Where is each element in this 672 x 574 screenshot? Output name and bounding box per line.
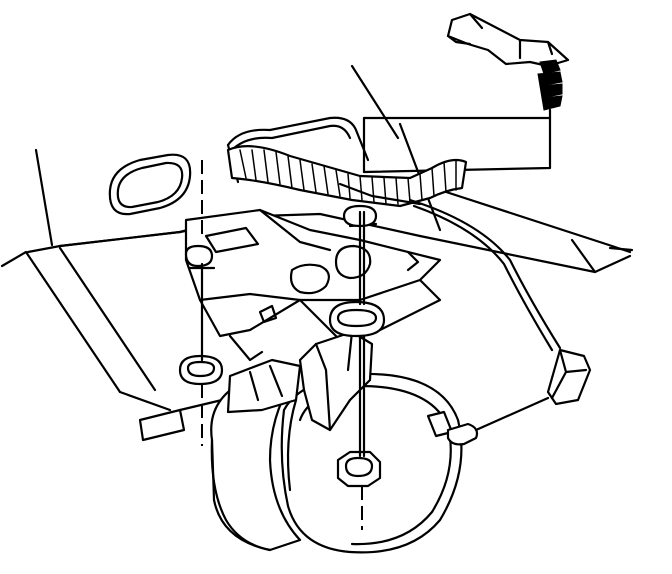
oval-seal	[108, 153, 192, 216]
horn-assembly	[210, 330, 463, 554]
horn-mount-bracket	[58, 208, 442, 362]
rubber-isolator-center	[328, 300, 386, 338]
horn-terminal	[426, 396, 550, 446]
mounting-bracket-top	[446, 12, 570, 68]
wire-connector-plug	[546, 348, 592, 406]
wiring-harness	[226, 145, 468, 208]
bracket-grommet-left	[184, 244, 214, 268]
frame-end-block	[138, 398, 224, 442]
horn-nut	[336, 450, 382, 488]
grommet-connector	[362, 59, 563, 174]
rubber-isolator-left	[178, 354, 224, 386]
horn-lead-wire	[408, 198, 562, 352]
center-fastener-axis	[358, 210, 366, 530]
